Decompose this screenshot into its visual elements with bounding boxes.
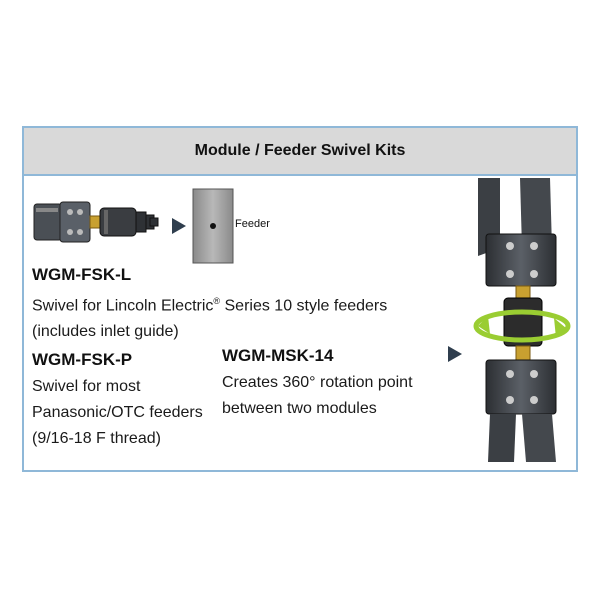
feeder-block-image <box>192 188 234 264</box>
right-arrow-icon <box>448 346 462 362</box>
kit-code-msk-14: WGM-MSK-14 <box>222 346 334 365</box>
feeder-label: Feeder <box>235 218 270 230</box>
kit-code-fsk-p: WGM-FSK-P <box>32 350 133 369</box>
kit-desc-fsk-p-line1: Swivel for most <box>32 378 141 395</box>
kit-desc-fsk-l-line1-b: Series 10 style feeders <box>220 297 388 315</box>
kit-desc-msk-14-line1: Creates 360° rotation point <box>222 374 413 391</box>
swivel-kits-card: Module / Feeder Swivel Kits Feeder W <box>22 126 578 472</box>
kit-desc-fsk-l-line1-a: Swivel for Lincoln Electric <box>32 297 214 315</box>
right-arrow-icon <box>172 218 186 234</box>
card-header: Module / Feeder Swivel Kits <box>24 128 576 176</box>
kit-desc-msk-14-line2: between two modules <box>222 400 377 417</box>
module-swivel-image <box>473 178 571 462</box>
registered-mark: ® <box>213 296 221 306</box>
card-title: Module / Feeder Swivel Kits <box>194 142 406 159</box>
kit-desc-fsk-l: Swivel for Lincoln Electric® Series 10 s… <box>32 288 387 345</box>
kit-desc-fsk-p-line3: (9/16-18 F thread) <box>32 430 161 447</box>
kit-code-fsk-l: WGM-FSK-L <box>32 265 132 284</box>
kit-desc-fsk-p: Swivel for most Panasonic/OTC feeders (9… <box>32 374 203 452</box>
kit-desc-msk-14: Creates 360° rotation point between two … <box>222 370 413 422</box>
kit-desc-fsk-p-line2: Panasonic/OTC feeders <box>32 404 203 421</box>
kit-desc-fsk-l-line2: (includes inlet guide) <box>32 323 179 341</box>
swivel-assembly-image <box>33 201 159 243</box>
